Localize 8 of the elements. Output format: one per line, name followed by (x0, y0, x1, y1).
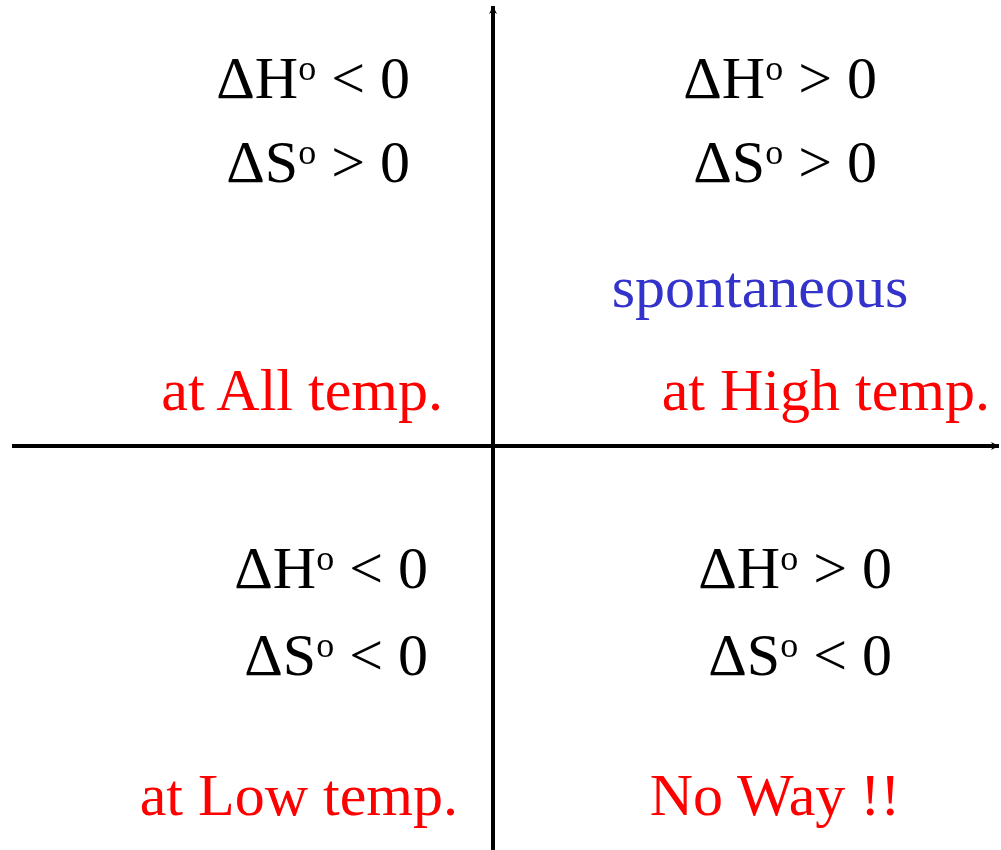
quadrant-label: ΔH$^{o}$ > 0 (683, 48, 877, 108)
quadrant-label: ΔS$^{o}$ < 0 (708, 625, 892, 685)
quadrant-label: ΔH$^{o}$ > 0 (698, 538, 892, 598)
quadrant-label: ΔS$^{o}$ > 0 (226, 132, 410, 192)
quadrant-label: ΔS$^{o}$ > 0 (693, 132, 877, 192)
quadrant-label: ΔS$^{o}$ < 0 (244, 625, 428, 685)
quadrant-label: ΔH$^{o}$ < 0 (234, 538, 428, 598)
quadrant-label: ΔH$^{o}$ < 0 (216, 48, 410, 108)
